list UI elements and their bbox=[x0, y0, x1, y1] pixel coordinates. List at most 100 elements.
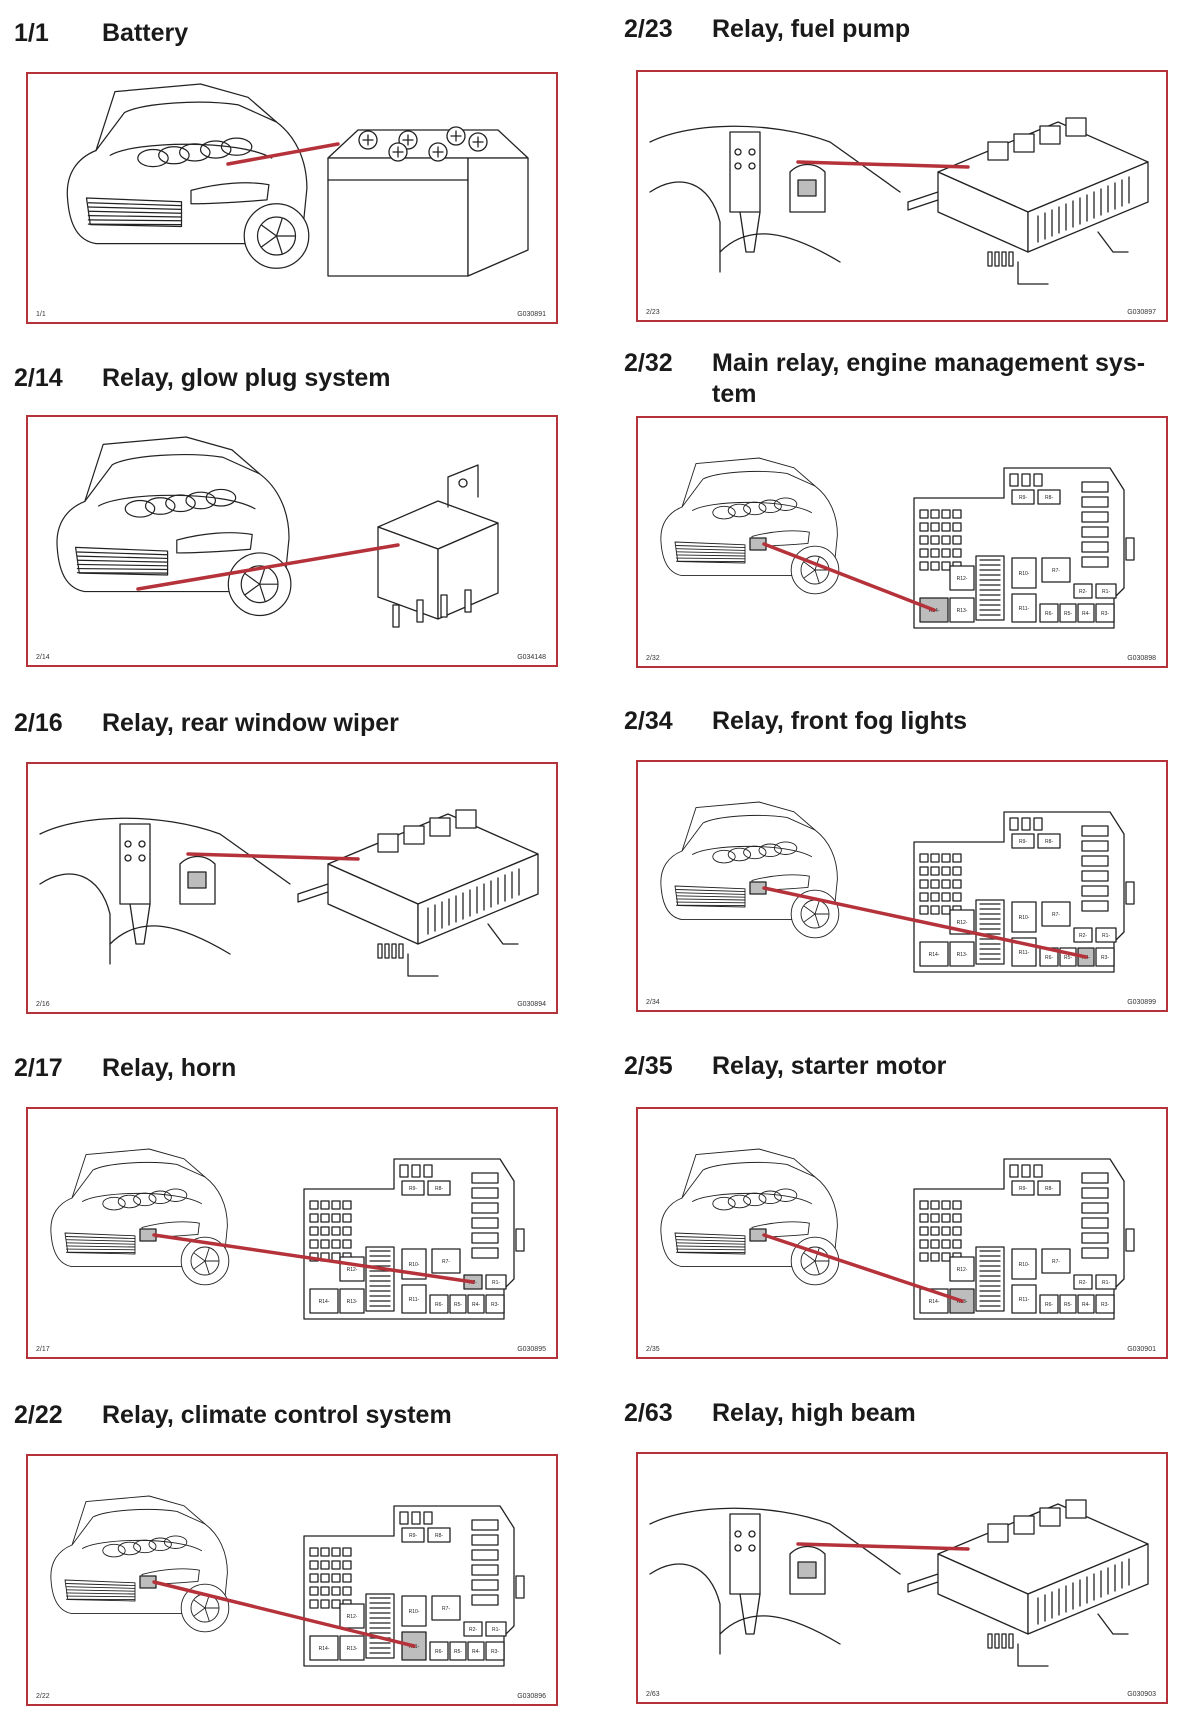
fuse-bay bbox=[471, 1187, 499, 1199]
relay-slot bbox=[429, 1641, 449, 1661]
relay-slot-label: R9- bbox=[1019, 839, 1027, 845]
module-relay bbox=[377, 833, 399, 853]
relay-slot bbox=[1037, 1180, 1061, 1196]
image-id: G030901 bbox=[1127, 1346, 1156, 1353]
section-heading: 2/35 Relay, starter motor bbox=[624, 1033, 1168, 1097]
fusebox-tab bbox=[1125, 1228, 1135, 1252]
fusebox-diagram: R9-R8-R12-R10-R7-R2-R1-R14-R13-R11-R6-R5… bbox=[913, 467, 1135, 629]
engine-part bbox=[220, 137, 253, 156]
relay-slot-label: R12- bbox=[957, 1267, 968, 1273]
grille-slat bbox=[65, 1245, 136, 1248]
module-relay bbox=[1039, 125, 1061, 145]
section-horn: 2/17 Relay, horn R9-R8-R12-R10-R7-R2-R1-… bbox=[14, 1035, 558, 1359]
relay-slot-label: R14- bbox=[929, 1299, 940, 1305]
relay-slot-label: R1- bbox=[1102, 1280, 1110, 1286]
fuse-slot bbox=[320, 1560, 330, 1570]
relay-slot bbox=[1011, 1284, 1037, 1314]
fuse-slot bbox=[320, 1547, 330, 1557]
center-console bbox=[729, 1513, 761, 1595]
relay-slot-label: R6- bbox=[435, 1649, 443, 1655]
engine-part bbox=[727, 847, 752, 862]
image-id: G030897 bbox=[1127, 309, 1156, 316]
relay-slot bbox=[431, 1595, 461, 1621]
fuse-slot bbox=[320, 1200, 330, 1210]
fuse-slot bbox=[930, 905, 940, 915]
connector-block bbox=[975, 1246, 1005, 1312]
grille-slat bbox=[675, 895, 746, 898]
fuse-slot bbox=[930, 561, 940, 571]
grille-slat bbox=[675, 554, 746, 557]
battery-cap-mark bbox=[472, 136, 484, 148]
relay-slot-label: R9- bbox=[1019, 495, 1027, 501]
console-knob bbox=[748, 1530, 756, 1538]
module-relay bbox=[1039, 1507, 1061, 1527]
fusebox-illustration: R9-R8-R12-R10-R7-R2-R1-R14-R13-R11-R6-R5… bbox=[660, 1148, 1135, 1320]
section-code: 2/22 bbox=[14, 1401, 63, 1429]
relay-slot-label: R6- bbox=[1045, 611, 1053, 617]
mounting-bracket bbox=[907, 191, 939, 211]
relay-slot-label: R9- bbox=[409, 1186, 417, 1192]
grille-slat bbox=[76, 551, 169, 556]
relay-slot bbox=[309, 1288, 339, 1314]
engine-bay-edge bbox=[692, 845, 812, 858]
fuse-slot bbox=[331, 1226, 341, 1236]
seat-outline bbox=[649, 181, 721, 273]
figure-ref: 2/32 bbox=[646, 655, 660, 662]
fusebox-tab bbox=[515, 1575, 525, 1599]
fuse-bay bbox=[1081, 870, 1109, 882]
relay-slot bbox=[309, 1635, 339, 1661]
section-heading: 2/16 Relay, rear window wiper bbox=[14, 690, 558, 754]
battery-cap-mark bbox=[362, 134, 374, 146]
relay-slot bbox=[1077, 1294, 1095, 1314]
fuse-slot bbox=[919, 1213, 929, 1223]
illustration-frame: R9-R8-R12-R10-R7-R2-R1-R14-R13-R11-R6-R5… bbox=[636, 1107, 1168, 1359]
fuse-slot bbox=[930, 509, 940, 519]
module-side bbox=[1027, 161, 1149, 253]
fuse-bay bbox=[1081, 885, 1109, 897]
fusebox-illustration: R9-R8-R12-R10-R7-R2-R1-R14-R13-R11-R6-R5… bbox=[50, 1495, 525, 1667]
fuse-slot bbox=[952, 892, 962, 902]
figure-ref: 2/63 bbox=[646, 1691, 660, 1698]
relay-slot bbox=[427, 1180, 451, 1196]
wheel-spoke bbox=[193, 1607, 206, 1617]
wheel-spoke bbox=[261, 235, 278, 248]
section-code: 1/1 bbox=[14, 19, 49, 47]
relay-slot-label: R10- bbox=[1019, 1262, 1030, 1268]
wheel-spoke bbox=[814, 900, 820, 915]
fuse-slot bbox=[952, 535, 962, 545]
fuse-bay bbox=[1081, 855, 1109, 867]
relay-slot bbox=[1039, 603, 1059, 623]
headlight bbox=[190, 182, 270, 205]
wheel-spoke bbox=[204, 1247, 210, 1262]
fuse-slot bbox=[930, 1226, 940, 1236]
engine-bay-edge bbox=[82, 1192, 202, 1205]
fuse-bay bbox=[471, 1534, 499, 1546]
section-title: Relay, front fog lights bbox=[712, 707, 968, 735]
section-code: 2/14 bbox=[14, 364, 63, 392]
fuse-bay bbox=[471, 1549, 499, 1561]
wheel-spoke bbox=[814, 1247, 820, 1262]
relay-slot-label: R7- bbox=[442, 1606, 450, 1612]
wheel-spoke bbox=[803, 1252, 816, 1262]
relay-slot-label: R1- bbox=[492, 1280, 500, 1286]
section-fog-lights: 2/34 Relay, front fog lights R9-R8-R12-R… bbox=[624, 688, 1168, 1012]
fuse-slot bbox=[309, 1560, 319, 1570]
module-connector-pin bbox=[391, 943, 397, 959]
relay-slot bbox=[1011, 489, 1035, 505]
fuse-small bbox=[1033, 473, 1043, 487]
center-console bbox=[119, 823, 151, 905]
fuse-small bbox=[1021, 1164, 1031, 1178]
relay-slot-label: R9- bbox=[1019, 1186, 1027, 1192]
section-heading: 1/1 Battery bbox=[14, 0, 558, 64]
fuse-slot bbox=[952, 548, 962, 558]
gear-lever bbox=[739, 1593, 761, 1635]
engine-bay-edge bbox=[692, 501, 812, 514]
relay-slot-label: R3- bbox=[491, 1302, 499, 1308]
fuse-slot bbox=[930, 853, 940, 863]
fuse-small bbox=[1021, 473, 1031, 487]
engine-part bbox=[178, 143, 211, 162]
module-connector-pin bbox=[398, 943, 404, 959]
relay-slot bbox=[339, 1603, 365, 1629]
gear-lever bbox=[129, 903, 151, 945]
fuse-bay bbox=[471, 1247, 499, 1259]
